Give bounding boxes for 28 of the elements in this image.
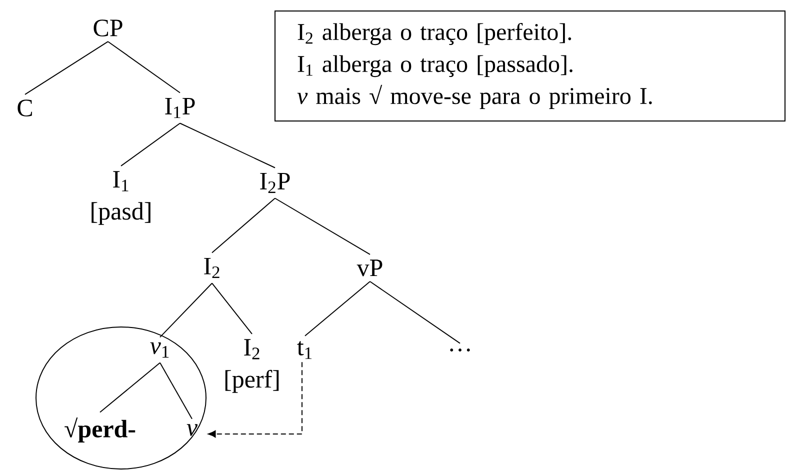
tree-label: I$_{2}$ [perf] xyxy=(225,339,279,393)
tree-label: √perd- xyxy=(64,417,136,443)
tree-branch xyxy=(24,41,108,95)
tree-branch xyxy=(100,362,160,413)
tree-branch xyxy=(160,282,212,338)
tree-label: t$_{1}$ xyxy=(297,341,312,359)
tree-branch xyxy=(274,198,370,255)
tree-branch xyxy=(120,122,180,166)
ellipse-outline xyxy=(36,326,206,470)
movement-arrow xyxy=(208,362,302,438)
tree-label: v$_{1}$ xyxy=(150,342,169,358)
tree-branch xyxy=(304,281,370,336)
tree-branch xyxy=(212,198,276,254)
tree-label: I$_{2}$ xyxy=(204,258,220,278)
tree-label: CP xyxy=(94,20,122,36)
tree-branch xyxy=(160,362,192,420)
tree-label: vP xyxy=(356,260,382,276)
tree-branch xyxy=(108,41,180,94)
tree-label: … xyxy=(450,348,470,352)
tree-branch xyxy=(180,122,276,168)
tree-label: C xyxy=(18,100,32,116)
tree-branch xyxy=(212,282,252,334)
tree-label: I$_{1}$ [pasd] xyxy=(92,171,150,225)
tree-label: v xyxy=(186,424,198,436)
note-box: I$_{2}$ alberga o traço [perfeito]. I$_{1}$ alberga o traço [passado]. v mais √ move-se para o primeiro I. xyxy=(274,10,786,122)
tree-label: I$_{1}$P xyxy=(165,98,195,118)
tree-label: I$_{2}$P xyxy=(260,172,290,194)
tree-branch xyxy=(370,281,460,344)
